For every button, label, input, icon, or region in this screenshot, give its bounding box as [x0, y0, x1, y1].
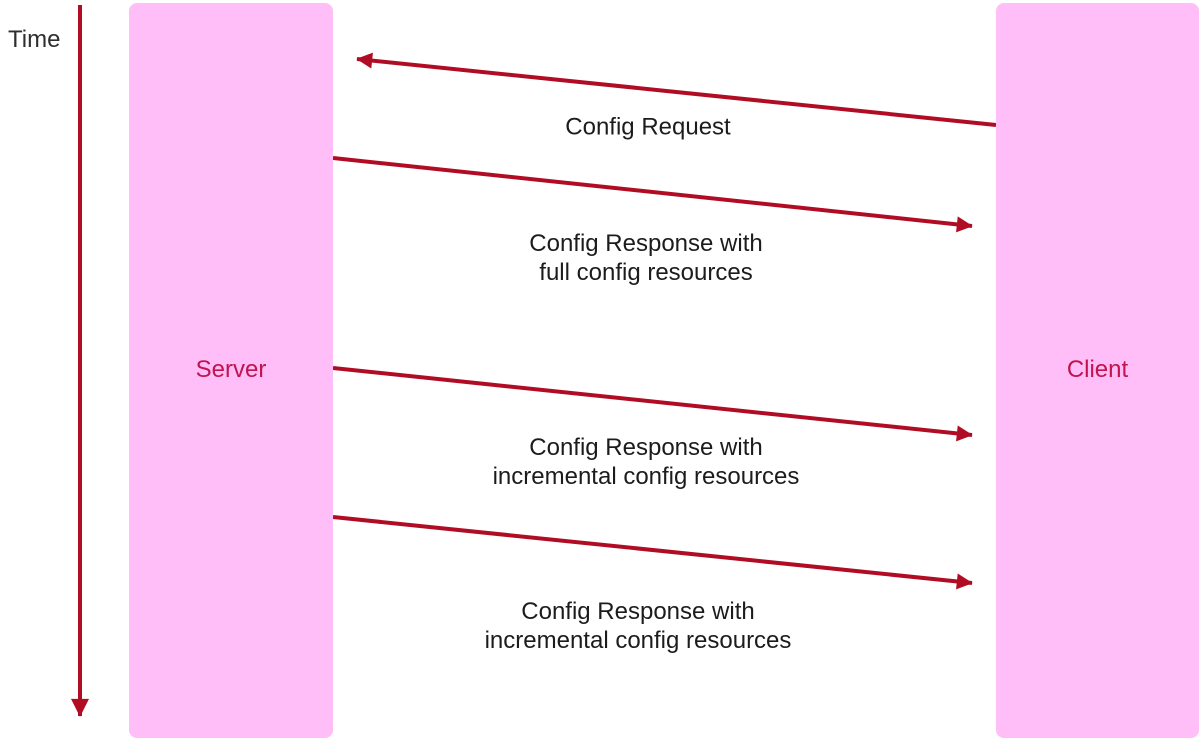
server-label: Server — [195, 356, 267, 384]
config-response-incremental-arrow-1 — [332, 366, 973, 442]
server-lifeline-box: Server — [129, 3, 333, 738]
client-lifeline-box: Client — [996, 3, 1199, 738]
time-axis-label: Time — [8, 26, 61, 53]
message-label-config-response-incremental-2: Config Response with incremental config … — [484, 598, 792, 654]
client-label: Client — [1066, 356, 1129, 384]
message-label-config-request: Config Request — [565, 113, 731, 141]
config-response-full-arrow — [332, 156, 973, 233]
message-label-config-response-full: Config Response with full config resourc… — [529, 230, 763, 286]
message-label-config-response-incremental-1: Config Response with incremental config … — [492, 434, 800, 490]
config-response-incremental-arrow-2 — [332, 515, 973, 590]
